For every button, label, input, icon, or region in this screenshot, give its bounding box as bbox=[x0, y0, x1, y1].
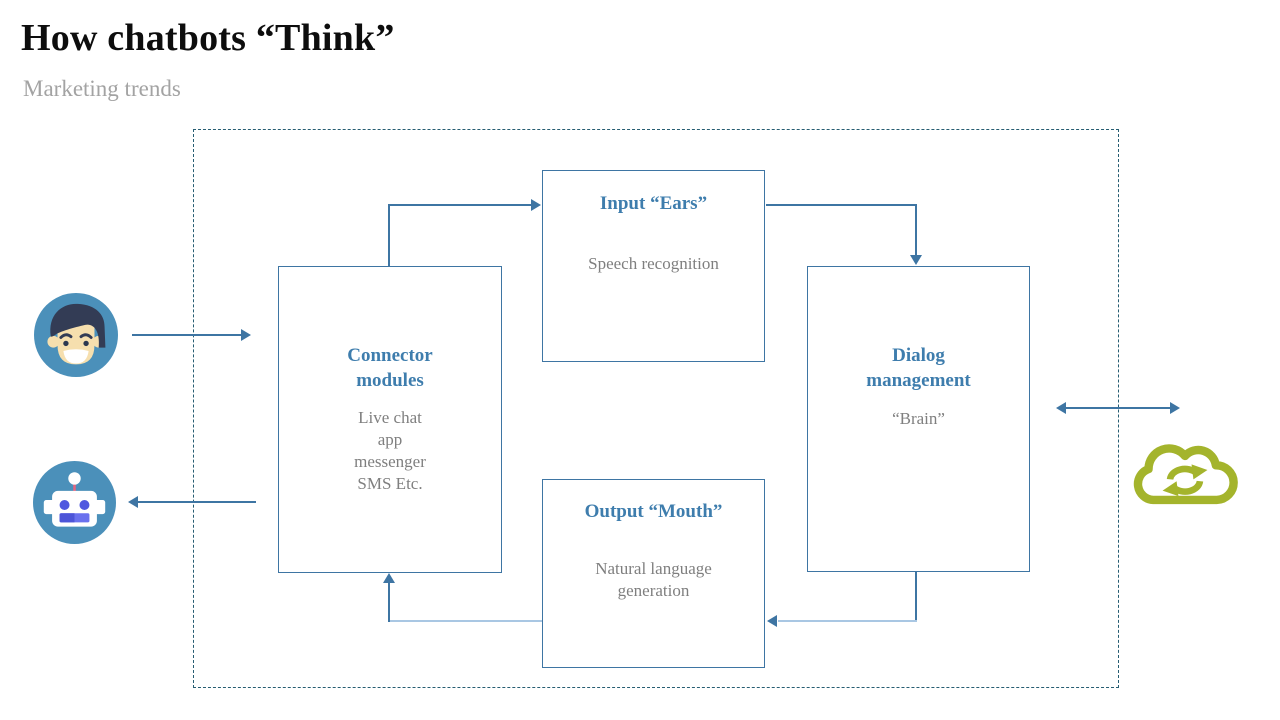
arrow-head bbox=[531, 199, 541, 211]
cloud-sync-icon bbox=[1133, 444, 1238, 505]
node-dialog-management: Dialog management “Brain” bbox=[807, 266, 1030, 572]
arrow-head bbox=[767, 615, 777, 627]
arrow-line bbox=[388, 204, 390, 266]
arrow-head bbox=[1170, 402, 1180, 414]
arrow-head bbox=[1056, 402, 1066, 414]
page-title: How chatbots “Think” bbox=[21, 17, 395, 59]
arrow-line bbox=[388, 582, 390, 622]
node-title: Output “Mouth” bbox=[584, 501, 723, 522]
node-title: Input “Ears” bbox=[599, 193, 708, 214]
node-title: Connector modules bbox=[347, 345, 433, 391]
page-subtitle: Marketing trends bbox=[23, 76, 181, 101]
arrow-line bbox=[138, 501, 256, 503]
node-body: Natural language generation bbox=[595, 559, 712, 600]
node-body: Live chat app messenger SMS Etc. bbox=[354, 408, 426, 493]
node-title: Dialog management bbox=[866, 345, 971, 391]
node-output-mouth: Output “Mouth” Natural language generati… bbox=[542, 479, 765, 668]
arrow-line bbox=[766, 204, 916, 206]
arrow-line bbox=[778, 620, 917, 622]
node-connector-modules: Connector modules Live chat app messenge… bbox=[278, 266, 502, 573]
node-body: “Brain” bbox=[892, 409, 945, 428]
arrow-head bbox=[383, 573, 395, 583]
user-avatar-icon bbox=[34, 293, 118, 377]
arrow-line bbox=[915, 204, 917, 256]
arrow-head bbox=[128, 496, 138, 508]
arrow-head bbox=[241, 329, 251, 341]
arrow-line bbox=[389, 620, 542, 622]
robot-icon bbox=[33, 461, 116, 544]
node-input-ears: Input “Ears” Speech recognition bbox=[542, 170, 765, 362]
arrow-line bbox=[1064, 407, 1172, 409]
arrow-line bbox=[132, 334, 244, 336]
node-body: Speech recognition bbox=[588, 254, 719, 273]
arrow-head bbox=[910, 255, 922, 265]
arrow-line bbox=[915, 572, 917, 622]
arrow-line bbox=[388, 204, 532, 206]
